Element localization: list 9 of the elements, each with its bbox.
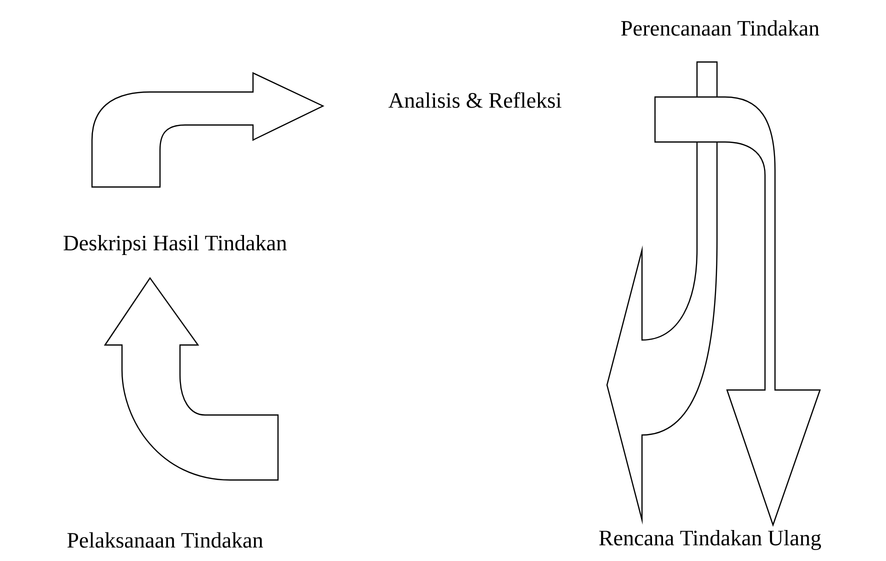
step-label: Perencanaan Tindakan — [621, 20, 820, 36]
step-label: Deskripsi Hasil Tindakan — [64, 235, 287, 255]
block-arrow — [91, 72, 324, 188]
step-label: Pelaksanaan Tindakan — [67, 532, 263, 548]
block-arrow — [606, 61, 718, 521]
block-arrow — [654, 96, 821, 526]
step-label: Analisis & Refleksi — [388, 92, 562, 108]
step-label: Rencana Tindakan Ulang — [599, 530, 821, 550]
block-arrow — [104, 277, 279, 481]
